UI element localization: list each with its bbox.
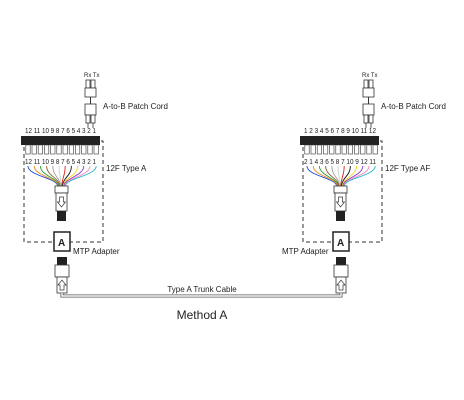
lc-port	[323, 144, 329, 155]
right-mtp-adapter: A	[332, 231, 350, 252]
lc-port	[56, 144, 62, 155]
right-trunk-connector	[333, 257, 349, 294]
fiber-strand	[33, 165, 59, 187]
fiber-strand	[341, 165, 358, 187]
left-mtp-adapter: A	[53, 231, 71, 252]
fiber-strand	[64, 165, 91, 187]
right-cassette-bottom-numbers: 2 1 4 3 6 5 8 7 10 9 12 11	[304, 159, 376, 166]
lc-port	[68, 144, 74, 155]
right-mtp-adapter-label: MTP Adapter	[282, 247, 329, 256]
fiber-strand	[342, 165, 364, 187]
right-cassette-top-numbers: 1 2 3 4 5 6 7 8 9 10 11 12	[304, 128, 376, 135]
left-cassette-bottom-numbers: 12 11 10 9 8 7 6 5 4 3 2 1	[25, 159, 96, 166]
fiber-strand	[306, 165, 337, 187]
lc-port	[50, 144, 56, 155]
right-assembly: Rx Tx A-to-B Patch Cord 1 2 3 4 5 6 7 8 …	[282, 73, 446, 294]
right-mtp-boot	[333, 185, 348, 221]
lc-port	[81, 144, 87, 155]
left-fiber-fanout	[27, 165, 97, 187]
fiber-strand	[325, 165, 340, 187]
left-mtp-boot	[54, 185, 69, 221]
lc-port	[372, 144, 378, 155]
fiber-strand	[62, 165, 72, 187]
lc-port	[329, 144, 335, 155]
lc-port	[360, 144, 366, 155]
trunk-cable-label: Type A Trunk Cable	[167, 285, 237, 294]
lc-port	[44, 144, 50, 155]
lc-port	[25, 144, 31, 155]
right-patch-cord-label: A-to-B Patch Cord	[381, 102, 446, 111]
left-patch-cord-label: A-to-B Patch Cord	[103, 102, 168, 111]
right-fiber-fanout	[306, 165, 376, 187]
left-cassette-top-numbers: 12 11 10 9 8 7 6 5 4 3 2 1	[25, 128, 96, 135]
left-cassette-type-label: 12F Type A	[106, 164, 147, 173]
lc-port	[31, 144, 37, 155]
lc-port	[335, 144, 341, 155]
right-cassette-type-label: 12F Type AF	[385, 164, 430, 173]
lc-port	[75, 144, 81, 155]
fiber-strand	[341, 165, 351, 187]
fiber-strand	[27, 165, 58, 187]
fiber-strand	[46, 165, 61, 187]
left-assembly: Rx Tx A-to-B Patch Cord 12 11 10 9 8 7 6…	[21, 73, 168, 294]
lc-port	[304, 144, 310, 155]
fiber-strand	[343, 165, 370, 187]
fiber-strand	[312, 165, 338, 187]
fiber-strand	[58, 165, 62, 187]
fiber-strand	[65, 165, 97, 187]
left-cassette-panel	[21, 136, 100, 145]
right-patch-cord: Rx Tx	[362, 73, 378, 128]
fiber-strand	[52, 165, 61, 187]
lc-port	[341, 144, 347, 155]
left-trunk-connector	[54, 257, 70, 294]
right-adapter-letter: A	[337, 238, 344, 249]
right-cassette-panel	[300, 136, 379, 145]
fiber-strand	[344, 165, 376, 187]
lc-port	[310, 144, 316, 155]
lc-port	[316, 144, 322, 155]
left-patch-cord: Rx Tx	[84, 73, 100, 128]
lc-port	[37, 144, 43, 155]
right-lc-ports	[304, 144, 378, 155]
lc-port	[62, 144, 68, 155]
fiber-strand	[337, 165, 341, 187]
lc-port	[87, 144, 93, 155]
fiber-strand	[62, 165, 79, 187]
fiber-strand	[331, 165, 340, 187]
lc-port	[93, 144, 99, 155]
fiber-strand	[318, 165, 339, 187]
left-adapter-letter: A	[58, 238, 65, 249]
trunk-cable	[60, 293, 343, 298]
lc-port	[366, 144, 372, 155]
fiber-strand	[61, 165, 66, 187]
diagram-title: Method A	[177, 308, 228, 322]
lc-port	[354, 144, 360, 155]
fiber-strand	[63, 165, 85, 187]
left-lc-ports	[25, 144, 99, 155]
lc-port	[347, 144, 353, 155]
fiber-strand	[340, 165, 345, 187]
right-rx-tx-label: Rx Tx	[362, 73, 378, 79]
fiber-strand	[39, 165, 60, 187]
left-rx-tx-label: Rx Tx	[84, 73, 100, 79]
left-mtp-adapter-label: MTP Adapter	[73, 247, 120, 256]
